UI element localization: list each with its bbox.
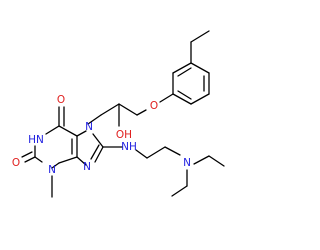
diethylamino-n-label: N [183, 157, 191, 169]
n9-label: N [83, 161, 91, 173]
hydroxyl-label: OH [116, 129, 132, 141]
hydroxypropyl-chain [87, 93, 174, 127]
ethylphenyl-group [172, 30, 210, 105]
n1-h-label: HN [28, 134, 44, 146]
n7-label: N [85, 121, 93, 133]
amino-nh-label: NH [121, 141, 137, 153]
carbonyl-oxygen-label: O [57, 94, 65, 106]
purine-core [21, 106, 104, 198]
chemical-structure: O OH N O HN O N N NH N [12, 30, 225, 198]
n3-label: N [48, 164, 56, 176]
ether-oxygen-label: O [150, 100, 158, 112]
diethylaminoethyl-chain [102, 146, 225, 197]
atom-labels: O OH N O HN O N N NH N [12, 94, 191, 176]
urea-oxygen-label: O [12, 157, 20, 169]
